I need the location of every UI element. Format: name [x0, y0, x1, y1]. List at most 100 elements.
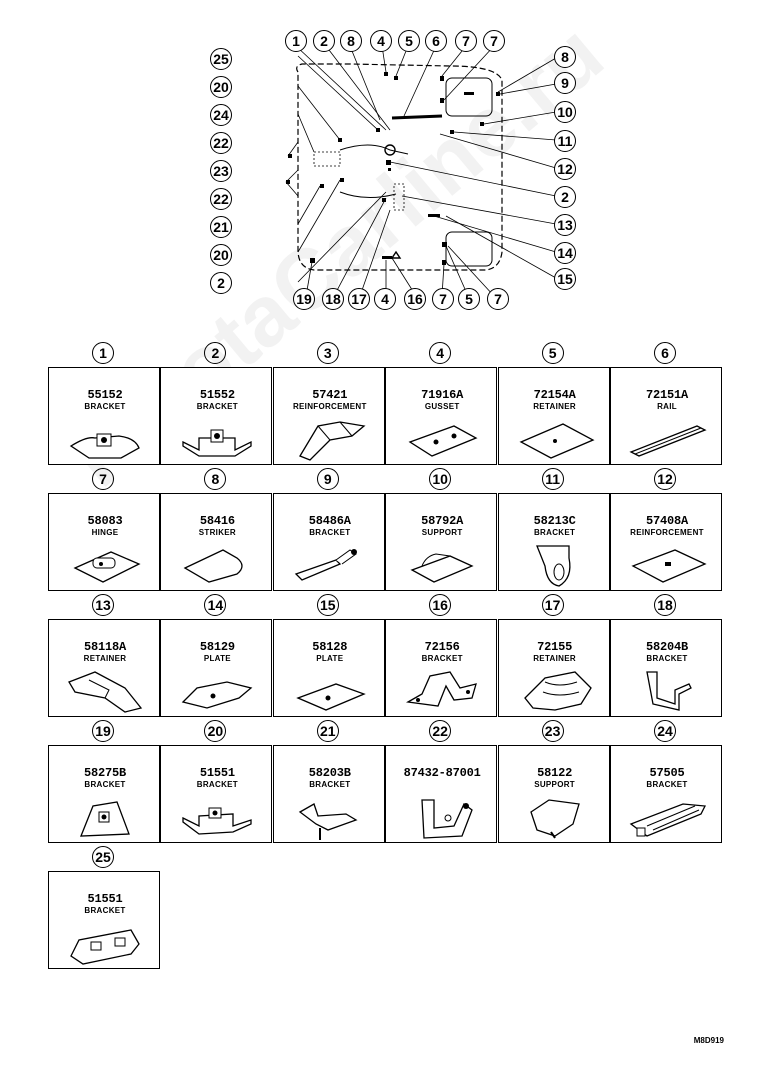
part-illustration — [408, 425, 478, 457]
part-callout-number: 1 — [92, 342, 114, 364]
part-number: 57505 — [649, 766, 685, 780]
part-illustration — [410, 553, 474, 583]
part-description: BRACKET — [646, 780, 688, 789]
part-number: 71916A — [421, 388, 464, 402]
part-illustration — [298, 803, 358, 840]
overview-callout: 6 — [425, 30, 447, 52]
part-illustration — [298, 421, 366, 461]
part-illustration — [70, 929, 140, 965]
overview-callout: 8 — [340, 30, 362, 52]
part-number: 72155 — [537, 640, 573, 654]
part-description: REINFORCEMENT — [630, 528, 704, 537]
part-callout-number: 23 — [541, 720, 564, 742]
overview-callout: 4 — [374, 288, 396, 310]
part-callout-number: 7 — [92, 468, 114, 490]
part-box: 87432-87001 — [385, 745, 498, 843]
overview-callout: 20 — [210, 76, 232, 98]
part-illustration — [629, 803, 707, 837]
part-description: RETAINER — [83, 654, 127, 663]
part-description: RETAINER — [533, 402, 576, 411]
part-description: BRACKET — [196, 402, 238, 411]
part-illustration — [523, 671, 592, 711]
part-illustration — [80, 801, 130, 837]
part-callout-number: 20 — [204, 720, 227, 742]
overview-callout: 16 — [404, 288, 426, 310]
part-number: 72151A — [645, 388, 688, 402]
part-description: BRACKET — [309, 780, 351, 789]
part-callout-number: 2 — [204, 342, 227, 364]
part-description: SUPPORT — [534, 780, 575, 789]
overview-callout: 2 — [210, 272, 232, 294]
overview-callout: 9 — [554, 72, 576, 94]
part-illustration — [68, 671, 143, 713]
part-illustration — [631, 549, 707, 583]
part-number: 72156 — [424, 640, 460, 654]
part-description: BRACKET — [196, 780, 238, 789]
overview-callout: 19 — [293, 288, 315, 310]
overview-callout: 21 — [210, 216, 232, 238]
overview-callout: 5 — [398, 30, 420, 52]
floor-outline — [285, 45, 557, 297]
part-description: REINFORCEMENT — [292, 402, 367, 411]
part-callout-number: 10 — [429, 468, 452, 490]
overview-callout: 11 — [554, 130, 576, 152]
part-illustration — [406, 671, 478, 707]
part-number: 58792A — [421, 514, 464, 528]
overview-callout: 5 — [458, 288, 480, 310]
part-callout-number: 15 — [316, 594, 339, 616]
overview-callout: 10 — [554, 101, 576, 123]
part-callout-number: 16 — [429, 594, 452, 616]
part-illustration — [182, 807, 253, 835]
part-callout-number: 6 — [654, 342, 676, 364]
part-illustration — [296, 683, 366, 711]
part-number: 58275B — [83, 766, 126, 780]
overview-callout: 1 — [285, 30, 307, 52]
part-number: 51551 — [87, 892, 123, 906]
part-description: BRACKET — [309, 528, 351, 537]
part-number: 57408A — [645, 514, 688, 528]
part-illustration — [629, 425, 707, 457]
overview-callout: 22 — [210, 188, 232, 210]
overview-callout: 20 — [210, 244, 232, 266]
part-description: RETAINER — [533, 654, 576, 663]
part-description: BRACKET — [421, 654, 463, 663]
overview-callout: 15 — [554, 268, 576, 290]
part-description: HINGE — [91, 528, 119, 537]
part-callout-number: 5 — [541, 342, 564, 364]
part-number: 57421 — [312, 388, 348, 402]
part-illustration — [519, 423, 595, 459]
part-callout-number: 17 — [541, 594, 564, 616]
part-cell: 22 87432-87001 — [385, 720, 498, 843]
part-number: 58118A — [83, 640, 126, 654]
overview-callout: 18 — [322, 288, 344, 310]
part-callout-number: 4 — [429, 342, 452, 364]
part-illustration — [535, 545, 571, 587]
part-callout-number: 22 — [429, 720, 452, 742]
part-illustration — [294, 549, 357, 581]
part-description: BRACKET — [84, 906, 126, 915]
part-illustration — [73, 551, 141, 583]
part-number: 58204B — [645, 640, 688, 654]
part-description: BRACKET — [646, 654, 688, 663]
overview-callout: 7 — [487, 288, 509, 310]
